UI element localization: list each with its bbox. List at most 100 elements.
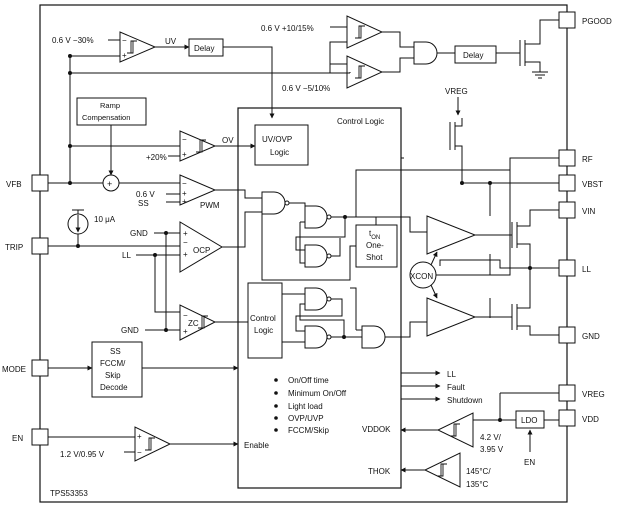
ocp-plus2: + — [183, 250, 188, 259]
ldo-en-label: EN — [524, 458, 535, 467]
pwm-ss: SS — [138, 199, 149, 208]
nand-gate-3 — [304, 287, 328, 311]
pin-pgood: PGOOD — [558, 11, 612, 29]
uvovp-line1: UV/OVP — [262, 135, 292, 144]
pin-vfb: VFB — [6, 174, 49, 192]
pwm-minus: − — [182, 179, 187, 188]
uv-threshold-label: 0.6 V −30% — [52, 36, 94, 45]
uvovp-logic-box — [254, 124, 309, 166]
pgood-low-comparator — [346, 55, 384, 89]
ton-t: tON — [369, 229, 380, 241]
nand-gate-1 — [304, 205, 328, 229]
en-comparator — [134, 426, 172, 462]
zc-label: ZC — [188, 319, 199, 328]
fault-label: Fault — [447, 383, 466, 392]
vddok-comparator — [436, 412, 474, 448]
mode-decode-line4: Decode — [100, 383, 128, 392]
ton-line3: Shot — [366, 253, 383, 262]
pin-rf: RF — [558, 149, 593, 167]
svg-text:LL: LL — [582, 265, 591, 274]
uvovp-line2: Logic — [270, 148, 289, 157]
svg-text:PGOOD: PGOOD — [582, 17, 612, 26]
pin-vdd: VDD — [558, 409, 599, 427]
inner-cl-line2: Logic — [254, 326, 273, 335]
and-gate-2 — [361, 325, 386, 349]
low-side-driver — [426, 297, 477, 337]
pgood-delay-label: Delay — [463, 51, 483, 60]
svg-text:TRIP: TRIP — [5, 243, 23, 252]
pwm-plus2: + — [182, 197, 187, 206]
thok-comparator — [423, 452, 461, 488]
zc-comparator — [179, 304, 217, 341]
vreg-top-label: VREG — [445, 87, 468, 96]
feature-item: FCCM/Skip — [288, 426, 329, 435]
pwm-label: PWM — [200, 201, 220, 210]
svg-text:EN: EN — [12, 434, 23, 443]
svg-text:GND: GND — [582, 332, 600, 341]
nand-gate-4 — [304, 325, 328, 349]
svg-text:RF: RF — [582, 155, 593, 164]
thok-label: THOK — [368, 467, 391, 476]
pin-ll: LL — [558, 259, 591, 277]
pgood-and-gate — [413, 41, 438, 65]
feature-item: Light load — [288, 402, 323, 411]
mode-decode-box — [91, 341, 143, 398]
ll-out-label: LL — [447, 370, 456, 379]
pin-en: EN — [12, 428, 49, 446]
uv-comparator-minus: − — [122, 36, 127, 45]
enable-label: Enable — [244, 441, 269, 450]
ton-line2: One- — [366, 241, 384, 250]
pwm-plus: + — [182, 189, 187, 198]
high-side-driver — [426, 215, 477, 255]
feature-item: OVP/UVP — [288, 414, 324, 423]
uv-comparator-plus: + — [122, 51, 127, 60]
pwm-comparator — [179, 174, 217, 206]
zc-minus: − — [183, 311, 188, 320]
svg-text:VDD: VDD — [582, 415, 599, 424]
ton-oneshot-box — [355, 224, 398, 268]
pgood-high-threshold: 0.6 V +10/15% — [261, 24, 314, 33]
ocp-label: OCP — [193, 246, 210, 255]
svg-text:VIN: VIN — [582, 207, 596, 216]
en-minus: − — [137, 448, 142, 457]
svg-text:VREG: VREG — [582, 390, 605, 399]
pin-vbst: VBST — [558, 174, 603, 192]
ramp-comp-line1: Ramp — [100, 101, 120, 110]
ov-minus: − — [182, 135, 187, 144]
zc-plus: + — [183, 327, 188, 336]
control-logic-block — [237, 107, 402, 489]
mode-decode-line1: SS — [110, 347, 121, 356]
and-gate-1 — [261, 191, 286, 215]
pin-mode: MODE — [2, 359, 49, 377]
feature-list: On/Off time Minimum On/Off Light load OV… — [274, 376, 347, 435]
boot-mosfet — [449, 118, 559, 184]
ocp-ll-label: LL — [122, 251, 131, 260]
ocp-gnd-label: GND — [130, 229, 148, 238]
svg-text:VBST: VBST — [582, 180, 603, 189]
control-logic-title: Control Logic — [337, 117, 384, 126]
ov-threshold: +20% — [146, 153, 167, 162]
en-threshold: 1.2 V/0.95 V — [60, 450, 105, 459]
thok-th-line2: 135°C — [466, 480, 489, 489]
vdd-th-line1: 4.2 V/ — [480, 433, 502, 442]
ov-comparator — [179, 130, 217, 162]
pwm-ref: 0.6 V — [136, 190, 155, 199]
zc-gnd-label: GND — [121, 326, 139, 335]
pgood-low-threshold: 0.6 V −5/10% — [282, 84, 330, 93]
part-number: TPS53353 — [50, 489, 88, 498]
inner-control-logic-box — [247, 282, 283, 359]
pgood-high-comparator — [346, 15, 384, 49]
uv-delay-label: Delay — [194, 44, 214, 53]
inner-cl-line1: Control — [250, 314, 276, 323]
feature-item: On/Off time — [288, 376, 329, 385]
uv-comparator — [119, 31, 157, 63]
pin-gnd: GND — [558, 326, 600, 344]
pin-trip: TRIP — [5, 237, 49, 255]
ocp-plus: + — [183, 229, 188, 238]
mode-decode-line3: Skip — [105, 371, 121, 380]
feature-item: Minimum On/Off — [288, 389, 347, 398]
ov-label: OV — [222, 136, 234, 145]
pgood-mosfet — [519, 19, 559, 79]
ramp-compensation-box — [76, 97, 147, 126]
